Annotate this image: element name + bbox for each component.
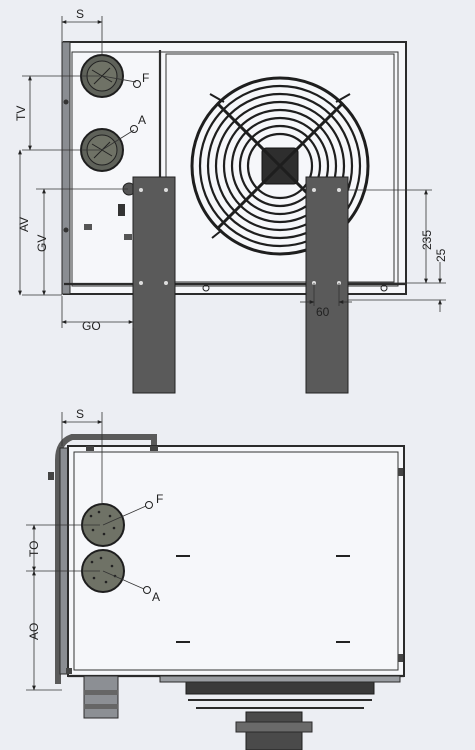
label-a-bottom: A <box>152 590 160 604</box>
bracket-left-top <box>132 176 176 394</box>
dim-label-235: 235 <box>420 230 434 250</box>
drain-pipe-stub <box>83 675 119 719</box>
label-f-bottom: F <box>156 492 163 506</box>
left-flange <box>61 41 71 295</box>
label-f-top: F <box>142 71 149 85</box>
bottom-view: F A S TO AO <box>26 407 405 750</box>
dim-label-25: 25 <box>434 248 448 262</box>
dim-label-s-bottom: S <box>76 407 84 421</box>
dim-label-60: 60 <box>316 305 330 319</box>
bracket-right-top <box>305 176 349 394</box>
top-view: S TV AV GV GO F A 235 25 <box>14 7 448 394</box>
dim-label-s-top: S <box>76 7 84 21</box>
label-a-top: A <box>138 113 146 127</box>
dim-label-ao: AO <box>27 623 41 640</box>
bottom-housing <box>67 445 405 677</box>
dim-label-gv: GV <box>35 235 49 252</box>
dim-label-go: GO <box>82 319 101 333</box>
dim-label-tv: TV <box>14 106 28 121</box>
dim-label-to: TO <box>27 541 41 557</box>
dim-label-av: AV <box>17 217 31 232</box>
